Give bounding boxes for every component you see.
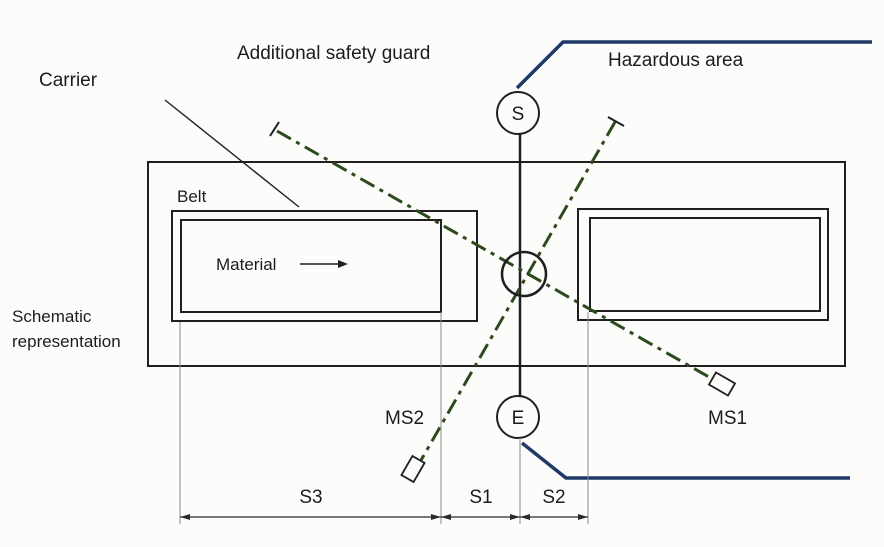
carrier-pointer	[164, 99, 300, 208]
start-sensor-circle	[496, 91, 540, 135]
beam-ms1-end-tick	[269, 121, 280, 137]
dim-arrow-s1-right	[510, 514, 520, 520]
left-belt-outer	[171, 210, 478, 322]
schematic-label-line1: Schematic	[12, 307, 92, 326]
material-arrow-head	[338, 260, 348, 268]
hazard-label: Hazardous area	[608, 50, 744, 71]
guard-label: Additional safety guard	[237, 43, 430, 64]
dim-arrow-s3-left	[180, 514, 190, 520]
beam-ms1	[276, 129, 717, 383]
ms1-label: MS1	[708, 408, 747, 429]
dim-arrow-s2-right	[578, 514, 588, 520]
ms2-label: MS2	[385, 408, 424, 429]
s3-label: S3	[299, 487, 322, 508]
hazard-boundary-bottom	[520, 441, 850, 480]
beam-ms2	[418, 121, 617, 463]
dim-arrow-s3-right	[431, 514, 441, 520]
right-belt-inner	[589, 217, 821, 312]
dim-arrow-s2-left	[520, 514, 530, 520]
s2-label: S2	[542, 487, 565, 508]
schematic-frame	[147, 161, 846, 367]
right-belt-outer	[577, 208, 829, 321]
end-sensor: E	[496, 395, 540, 439]
start-sensor-label: S	[512, 104, 525, 125]
end-sensor-circle	[496, 395, 540, 439]
hazard-boundary-top	[515, 40, 872, 90]
beam-crossing-circle	[500, 250, 548, 298]
start-sensor: S	[496, 91, 540, 135]
carrier-label: Carrier	[39, 70, 98, 91]
s1-label: S1	[469, 487, 492, 508]
left-belt-inner	[180, 219, 442, 313]
dim-arrow-s1-left	[441, 514, 451, 520]
schematic-label-line2: representation	[12, 332, 121, 351]
material-label: Material	[216, 255, 276, 274]
beam-ms2-end-tick	[607, 116, 625, 127]
end-sensor-label: E	[512, 408, 525, 429]
ms2-sensor-icon	[400, 454, 426, 484]
belt-label: Belt	[177, 187, 207, 206]
ms1-sensor-icon	[707, 371, 737, 397]
